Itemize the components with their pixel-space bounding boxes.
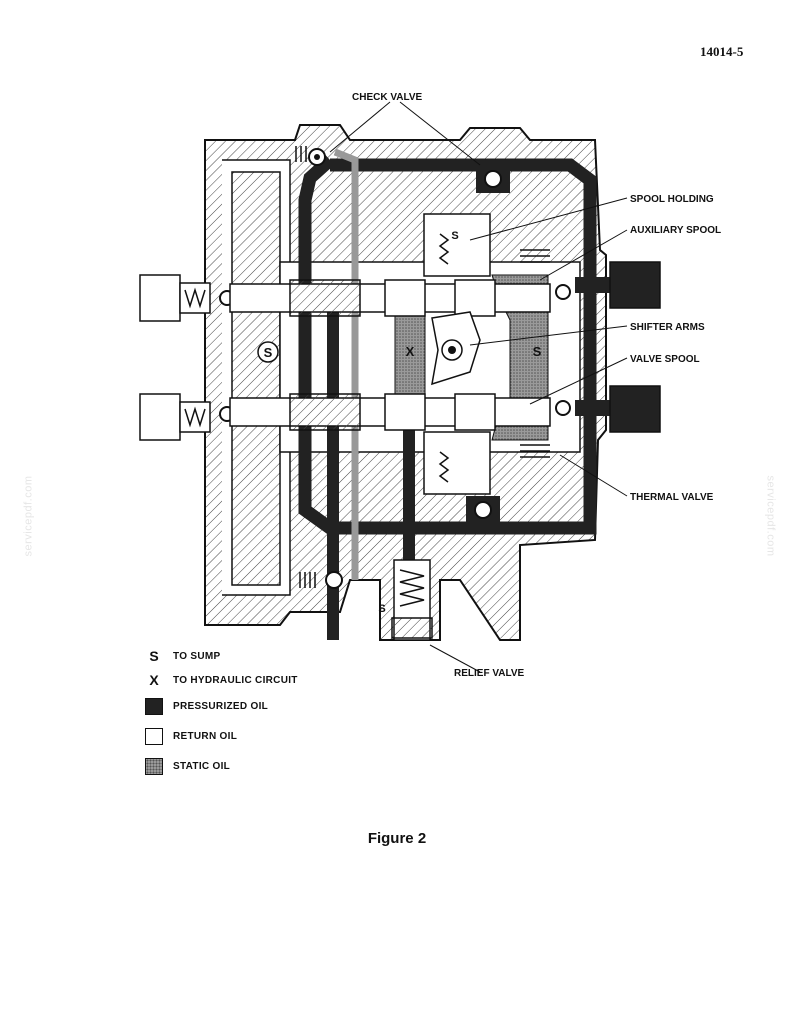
legend-circuit: X TO HYDRAULIC CIRCUIT [143, 672, 298, 688]
sump-mark-top: S [451, 230, 458, 242]
callout-spool-holding: SPOOL HOLDING [630, 194, 714, 205]
callout-thermal-valve: THERMAL VALVE [630, 492, 714, 503]
leader-lines [329, 101, 628, 673]
callout-relief-valve: RELIEF VALVE [454, 668, 525, 679]
sump-mark-bottom: S [378, 603, 385, 615]
legend-circuit-label: TO HYDRAULIC CIRCUIT [173, 674, 298, 686]
check-valve-balls [295, 146, 510, 589]
circuit-mark: X [406, 344, 415, 359]
page-number: 14014-5 [700, 44, 744, 59]
sump-mark-right: S [533, 344, 542, 359]
legend-sump-symbol: S [149, 648, 159, 664]
legend-return: RETURN OIL [143, 726, 298, 746]
return-oil-swatch [145, 727, 163, 745]
callout-shifter-arms: SHIFTER ARMS [630, 322, 705, 333]
legend-sump-label: TO SUMP [173, 650, 221, 662]
legend-static-label: STATIC OIL [173, 760, 231, 772]
legend-sump: S TO SUMP [143, 648, 298, 664]
relief-valve-assembly [391, 559, 433, 641]
figure-caption: Figure 2 [367, 830, 427, 847]
valve-spools [229, 279, 551, 431]
left-fittings [139, 274, 235, 441]
legend-pressurized-label: PRESSURIZED OIL [173, 700, 269, 712]
pressurized-oil-swatch [145, 697, 163, 715]
legend-pressurized: PRESSURIZED OIL [143, 696, 298, 716]
callout-auxiliary-spool: AUXILIARY SPOOL [630, 225, 721, 236]
legend-return-label: RETURN OIL [173, 730, 238, 742]
static-oil-swatch [145, 757, 163, 775]
spring-assemblies [438, 233, 550, 483]
legend-static: STATIC OIL [143, 756, 298, 776]
callout-valve-spool: VALVE SPOOL [630, 354, 700, 365]
legend: S TO SUMP X TO HYDRAULIC CIRCUIT PRESSUR… [143, 648, 298, 786]
sump-mark-left: S [264, 345, 273, 360]
right-fittings [555, 261, 661, 433]
diagram-region-marks: S S S S X [257, 230, 542, 615]
callout-check-valve: CHECK VALVE [352, 92, 423, 103]
legend-circuit-symbol: X [149, 672, 159, 688]
shifter-arms [431, 311, 481, 386]
